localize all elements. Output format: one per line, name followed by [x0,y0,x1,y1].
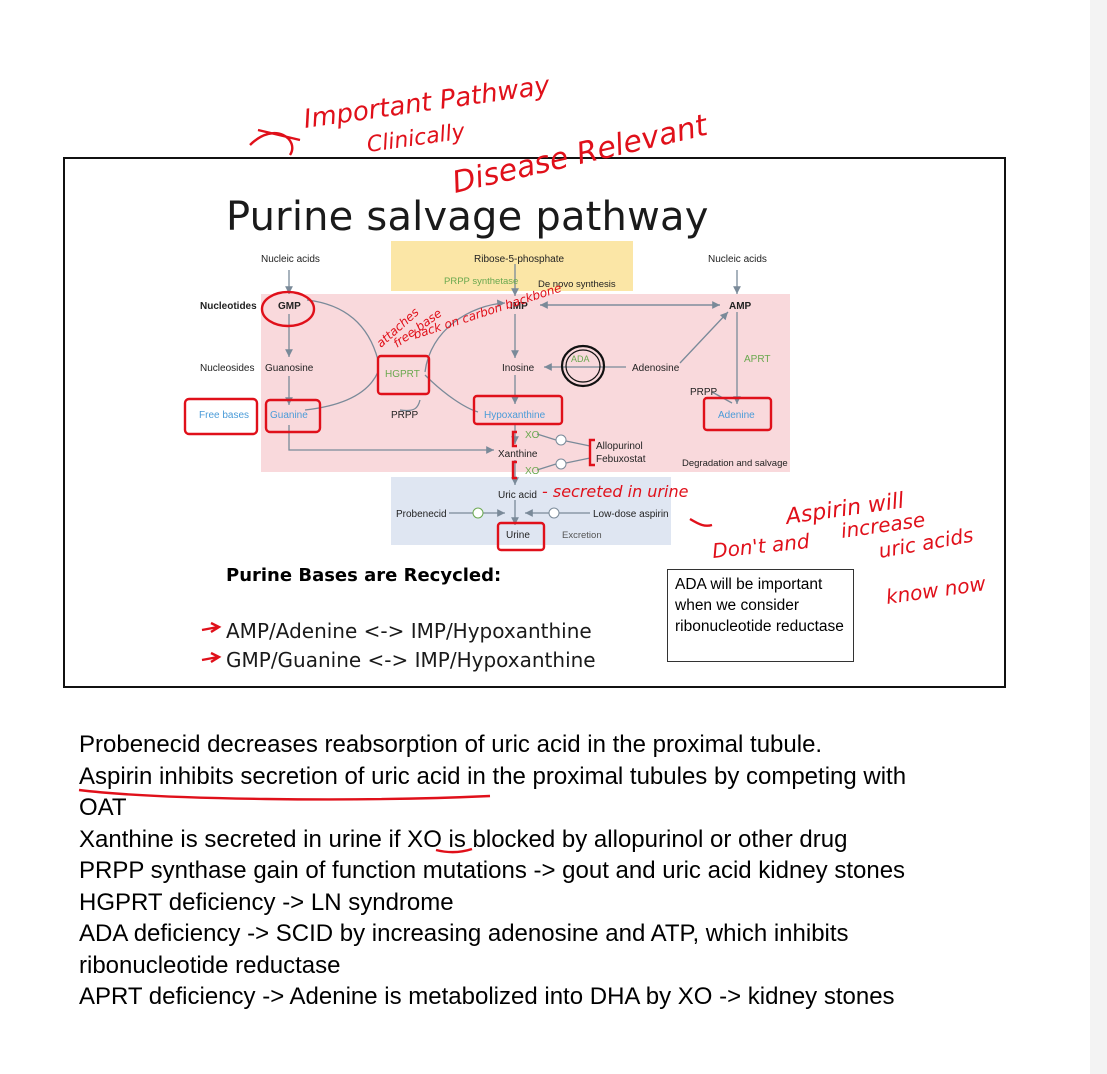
ink-know-now: know now [884,571,987,609]
nucleic-acids-right: Nucleic acids [708,254,767,265]
hgprt-label: HGPRT [385,369,420,380]
note-line: Xanthine is secreted in urine if XO is b… [79,825,848,853]
gmp-label: GMP [278,301,301,312]
prpp-synthetase-label: PRPP synthetase [444,276,518,287]
xo-label-1: XO [525,430,540,441]
adenosine-label: Adenosine [632,363,680,374]
ada-circle-mark-inner [565,349,601,383]
ada-note-box: ADA will be important when we consider r… [667,569,854,662]
guanosine-label: Guanosine [265,363,314,374]
urine-label: Urine [506,530,530,541]
probenecid-label: Probenecid [396,509,447,520]
ribose-label: Ribose-5-phosphate [474,254,564,265]
low-dose-aspirin-label: Low-dose aspirin [593,509,669,520]
inosine-label: Inosine [502,363,535,374]
ink-marks [78,128,773,854]
row-label-free-bases: Free bases [199,410,249,421]
note-line: APRT deficiency -> Adenine is metabolize… [79,983,895,1010]
excretion-label: Excretion [562,530,602,541]
row-label-nucleosides: Nucleosides [200,363,254,374]
ada-circle-mark [560,344,606,388]
uric-acid-label: Uric acid [498,490,537,501]
nucleic-acids-left: Nucleic acids [261,254,320,265]
note-line: HGPRT deficiency -> LN syndrome [79,888,454,916]
page-gutter [1090,0,1107,1074]
note-line: ribonucleotide reductase [79,951,341,979]
yellow-region [391,241,633,291]
note-line: PRPP synthase gain of function mutations… [79,857,906,884]
row-label-nucleotides: Nucleotides [200,301,257,312]
guanine-label: Guanine [270,410,308,421]
recycle-line-gmp: GMP/Guanine <-> IMP/Hypoxanthine [226,648,596,672]
section-heading: Purine Bases are Recycled: [226,565,502,586]
note-line: Aspirin inhibits secretion of uric acid … [79,762,907,790]
prpp-left-label: PRPP [391,410,419,421]
febuxostat-label: Febuxostat [596,454,646,465]
note-line: Probenecid decreases reabsorption of uri… [79,731,823,758]
pink-region [261,294,790,472]
adenine-label: Adenine [718,410,755,421]
ink-disease-relevant: Disease Relevant [449,108,712,201]
aprt-label: APRT [744,354,771,365]
xanthine-label: Xanthine [498,449,538,460]
note-line: ADA deficiency -> SCID by increasing ade… [79,920,849,947]
recycle-line-amp: AMP/Adenine <-> IMP/Hypoxanthine [226,619,592,643]
amp-label: AMP [729,301,752,312]
degradation-label: Degradation and salvage [682,458,788,469]
ada-label: ADA [571,354,590,364]
prpp-right-label: PRPP [690,387,718,398]
de-novo-label: De novo synthesis [538,279,616,290]
ink-clinically: Clinically [365,119,467,158]
xo-label-2: XO [525,466,540,477]
imp-label: IMP [510,301,528,312]
note-line: OAT [79,794,127,821]
ink-uric-secreted: - secreted in urine [542,482,689,501]
ink-dont-and: Don't and [711,529,811,563]
notes-list: Probenecid decreases reabsorption of uri… [79,729,1069,1013]
slide-title: Purine salvage pathway [226,194,709,240]
allopurinol-label: Allopurinol [596,441,643,452]
hypoxanthine-label: Hypoxanthine [484,410,546,421]
